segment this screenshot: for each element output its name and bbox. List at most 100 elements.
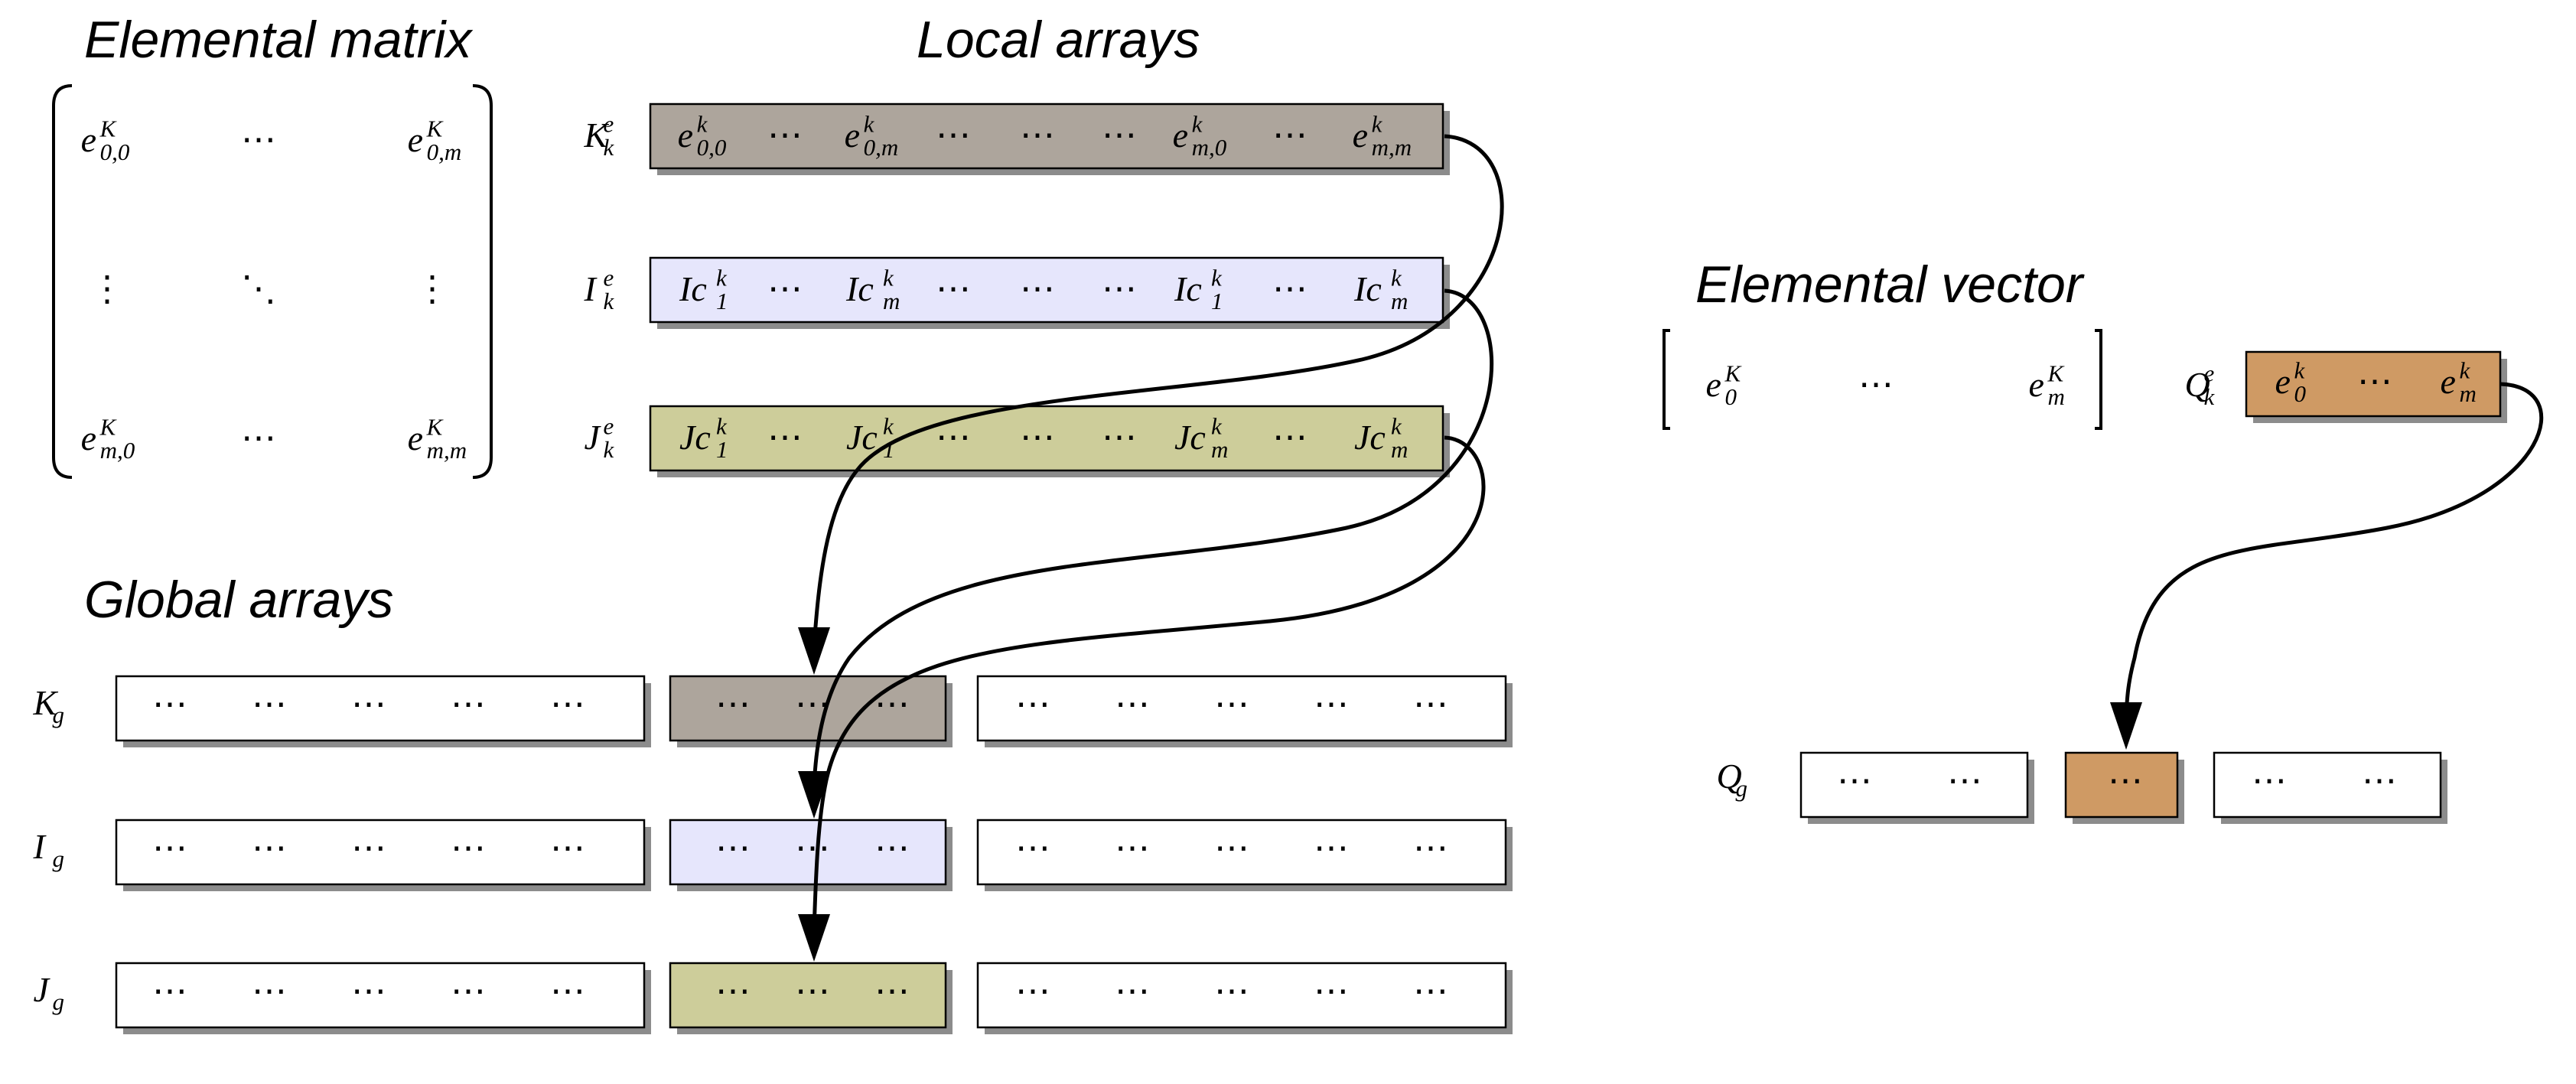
local-array-k-cell-6-sup: k (1192, 111, 1203, 138)
local-array-j-cell-6-sup: k (1211, 413, 1223, 440)
heading-global-arrays: Global arrays (84, 571, 393, 629)
matrix-vdots-left: ⋮ (90, 269, 125, 308)
local-array-i-cell-8-sup: k (1391, 265, 1402, 291)
heading-local-arrays: Local arrays (917, 11, 1200, 69)
local-vector-q-cell-1-dots: ⋯ (2357, 362, 2392, 401)
global-array-i-left-dots-1: ⋯ (252, 828, 287, 868)
local-array-k-cell-4-dots: ⋯ (1020, 116, 1055, 155)
arrow-k-local-to-global (812, 134, 1504, 647)
global-array-j-highlight-dots-1: ⋯ (795, 972, 830, 1011)
vector-entry-right-sub: m (2048, 383, 2065, 410)
matrix-hdots-bottom: ⋯ (241, 418, 276, 457)
matrix-entry-bottom-right-base: e (408, 418, 423, 457)
local-array-k-cell-7-dots: ⋯ (1272, 116, 1308, 155)
local-array-j-box (649, 405, 1444, 472)
local-array-j-cell-4-dots: ⋯ (1020, 418, 1055, 457)
global-array-k-right-dots-3: ⋯ (1314, 685, 1349, 724)
matrix-hdots-top: ⋯ (241, 120, 276, 159)
local-array-j-cell-5-dots: ⋯ (1102, 418, 1137, 457)
local-array-i-cell-6-sub: 1 (1211, 288, 1223, 314)
global-array-j-left-box (115, 962, 646, 1029)
local-array-k-cell-3: ⋯ (936, 116, 971, 155)
local-array-k-cell-5: ⋯ (1102, 116, 1137, 155)
global-array-q-highlight-dots-0: ⋯ (2108, 761, 2143, 800)
local-array-k-cell-7: ⋯ (1272, 116, 1308, 155)
global-array-q-left-dots-0: ⋯ (1837, 761, 1872, 800)
matrix-entry-bottom-left-base: e (81, 418, 96, 457)
local-array-i-cell-4: ⋯ (1020, 269, 1055, 308)
global-array-j-highlight-dots-0: ⋯ (715, 972, 751, 1011)
global-array-q-label: Qg (1717, 757, 1748, 802)
local-array-j-cell-6-sub: m (1211, 436, 1228, 463)
local-array-i-label-base: I (584, 269, 598, 308)
local-array-k-cell-6-base: e (1173, 116, 1188, 155)
matrix-entry-top-left-sub: 0,0 (100, 138, 130, 165)
global-array-j-left-dots-2: ⋯ (351, 972, 386, 1011)
global-array-i-label-sub: g (53, 845, 65, 872)
local-array-k-cell-8-sub: m,m (1372, 134, 1412, 161)
global-array-j-left-dots-1: ⋯ (252, 972, 287, 1011)
local-array-i-cell-0-base: Ic (679, 269, 707, 308)
local-array-j-cell-7-dots: ⋯ (1272, 418, 1308, 457)
global-array-k-left-dots-2: ⋯ (351, 685, 386, 724)
global-array-i-right-dots-4: ⋯ (1413, 828, 1448, 868)
global-array-j-left-dots-4: ⋯ (550, 972, 585, 1011)
heading-elemental-vector: Elemental vector (1695, 256, 2085, 314)
matrix-vdots-right: ⋮ (415, 269, 450, 308)
local-array-k-cell-3-dots: ⋯ (936, 116, 971, 155)
global-array-q-highlight-box (2064, 751, 2179, 819)
local-array-j-cell-6-base: Jc (1174, 418, 1206, 457)
local-array-j-cell-0-base: Jc (679, 418, 711, 457)
global-array-k-label-base: K (33, 683, 59, 722)
global-array-k-left-box (115, 675, 646, 742)
local-vector-q-cell-2-sub: m (2460, 380, 2477, 407)
local-array-k-cell-2-sub: 0,m (864, 134, 899, 161)
local-array-j-cell-2-sub: 1 (883, 436, 895, 463)
arrowhead-q (2110, 702, 2142, 750)
matrix-entry-bottom-left-sub: m,0 (100, 437, 135, 464)
local-array-k-cell-2-base: e (845, 116, 860, 155)
global-array-i-left-dots-2: ⋯ (351, 828, 386, 868)
global-array-k-left-dots-1: ⋯ (252, 685, 287, 724)
matrix-entry-bottom-right-sup: K (426, 414, 445, 441)
global-array-i-left-dots-0: ⋯ (152, 828, 187, 868)
matrix-entry-top-right-sup: K (426, 116, 445, 142)
local-array-k-cell-2-sup: k (864, 111, 875, 138)
global-array-q-left-box (1799, 751, 2029, 819)
global-array-k-left-dots-3: ⋯ (451, 685, 486, 724)
local-array-k-label-sub: k (604, 134, 615, 161)
global-array-j-left-dots-3: ⋯ (451, 972, 486, 1011)
global-array-k-label: Kg (33, 683, 65, 728)
heading-elemental-matrix: Elemental matrix (84, 11, 473, 69)
global-array-q-label-sub: g (1736, 775, 1748, 802)
local-vector-q-label: Qek (2185, 360, 2216, 410)
local-vector-q-cell-2-base: e (2441, 362, 2456, 401)
matrix-left-bracket (52, 84, 73, 479)
global-array-q-left-dots-1: ⋯ (1947, 761, 1982, 800)
arrowhead-k (798, 627, 830, 675)
global-array-i-right-dots-3: ⋯ (1314, 828, 1349, 868)
global-array-i-right-dots-1: ⋯ (1115, 828, 1150, 868)
arrow-q-local-to-global (2124, 382, 2544, 720)
global-array-k-highlight-dots-2: ⋯ (874, 685, 910, 724)
global-array-i-right-box (976, 819, 1507, 886)
arrowhead-i (798, 771, 830, 819)
vector-right-bracket (2095, 329, 2102, 430)
